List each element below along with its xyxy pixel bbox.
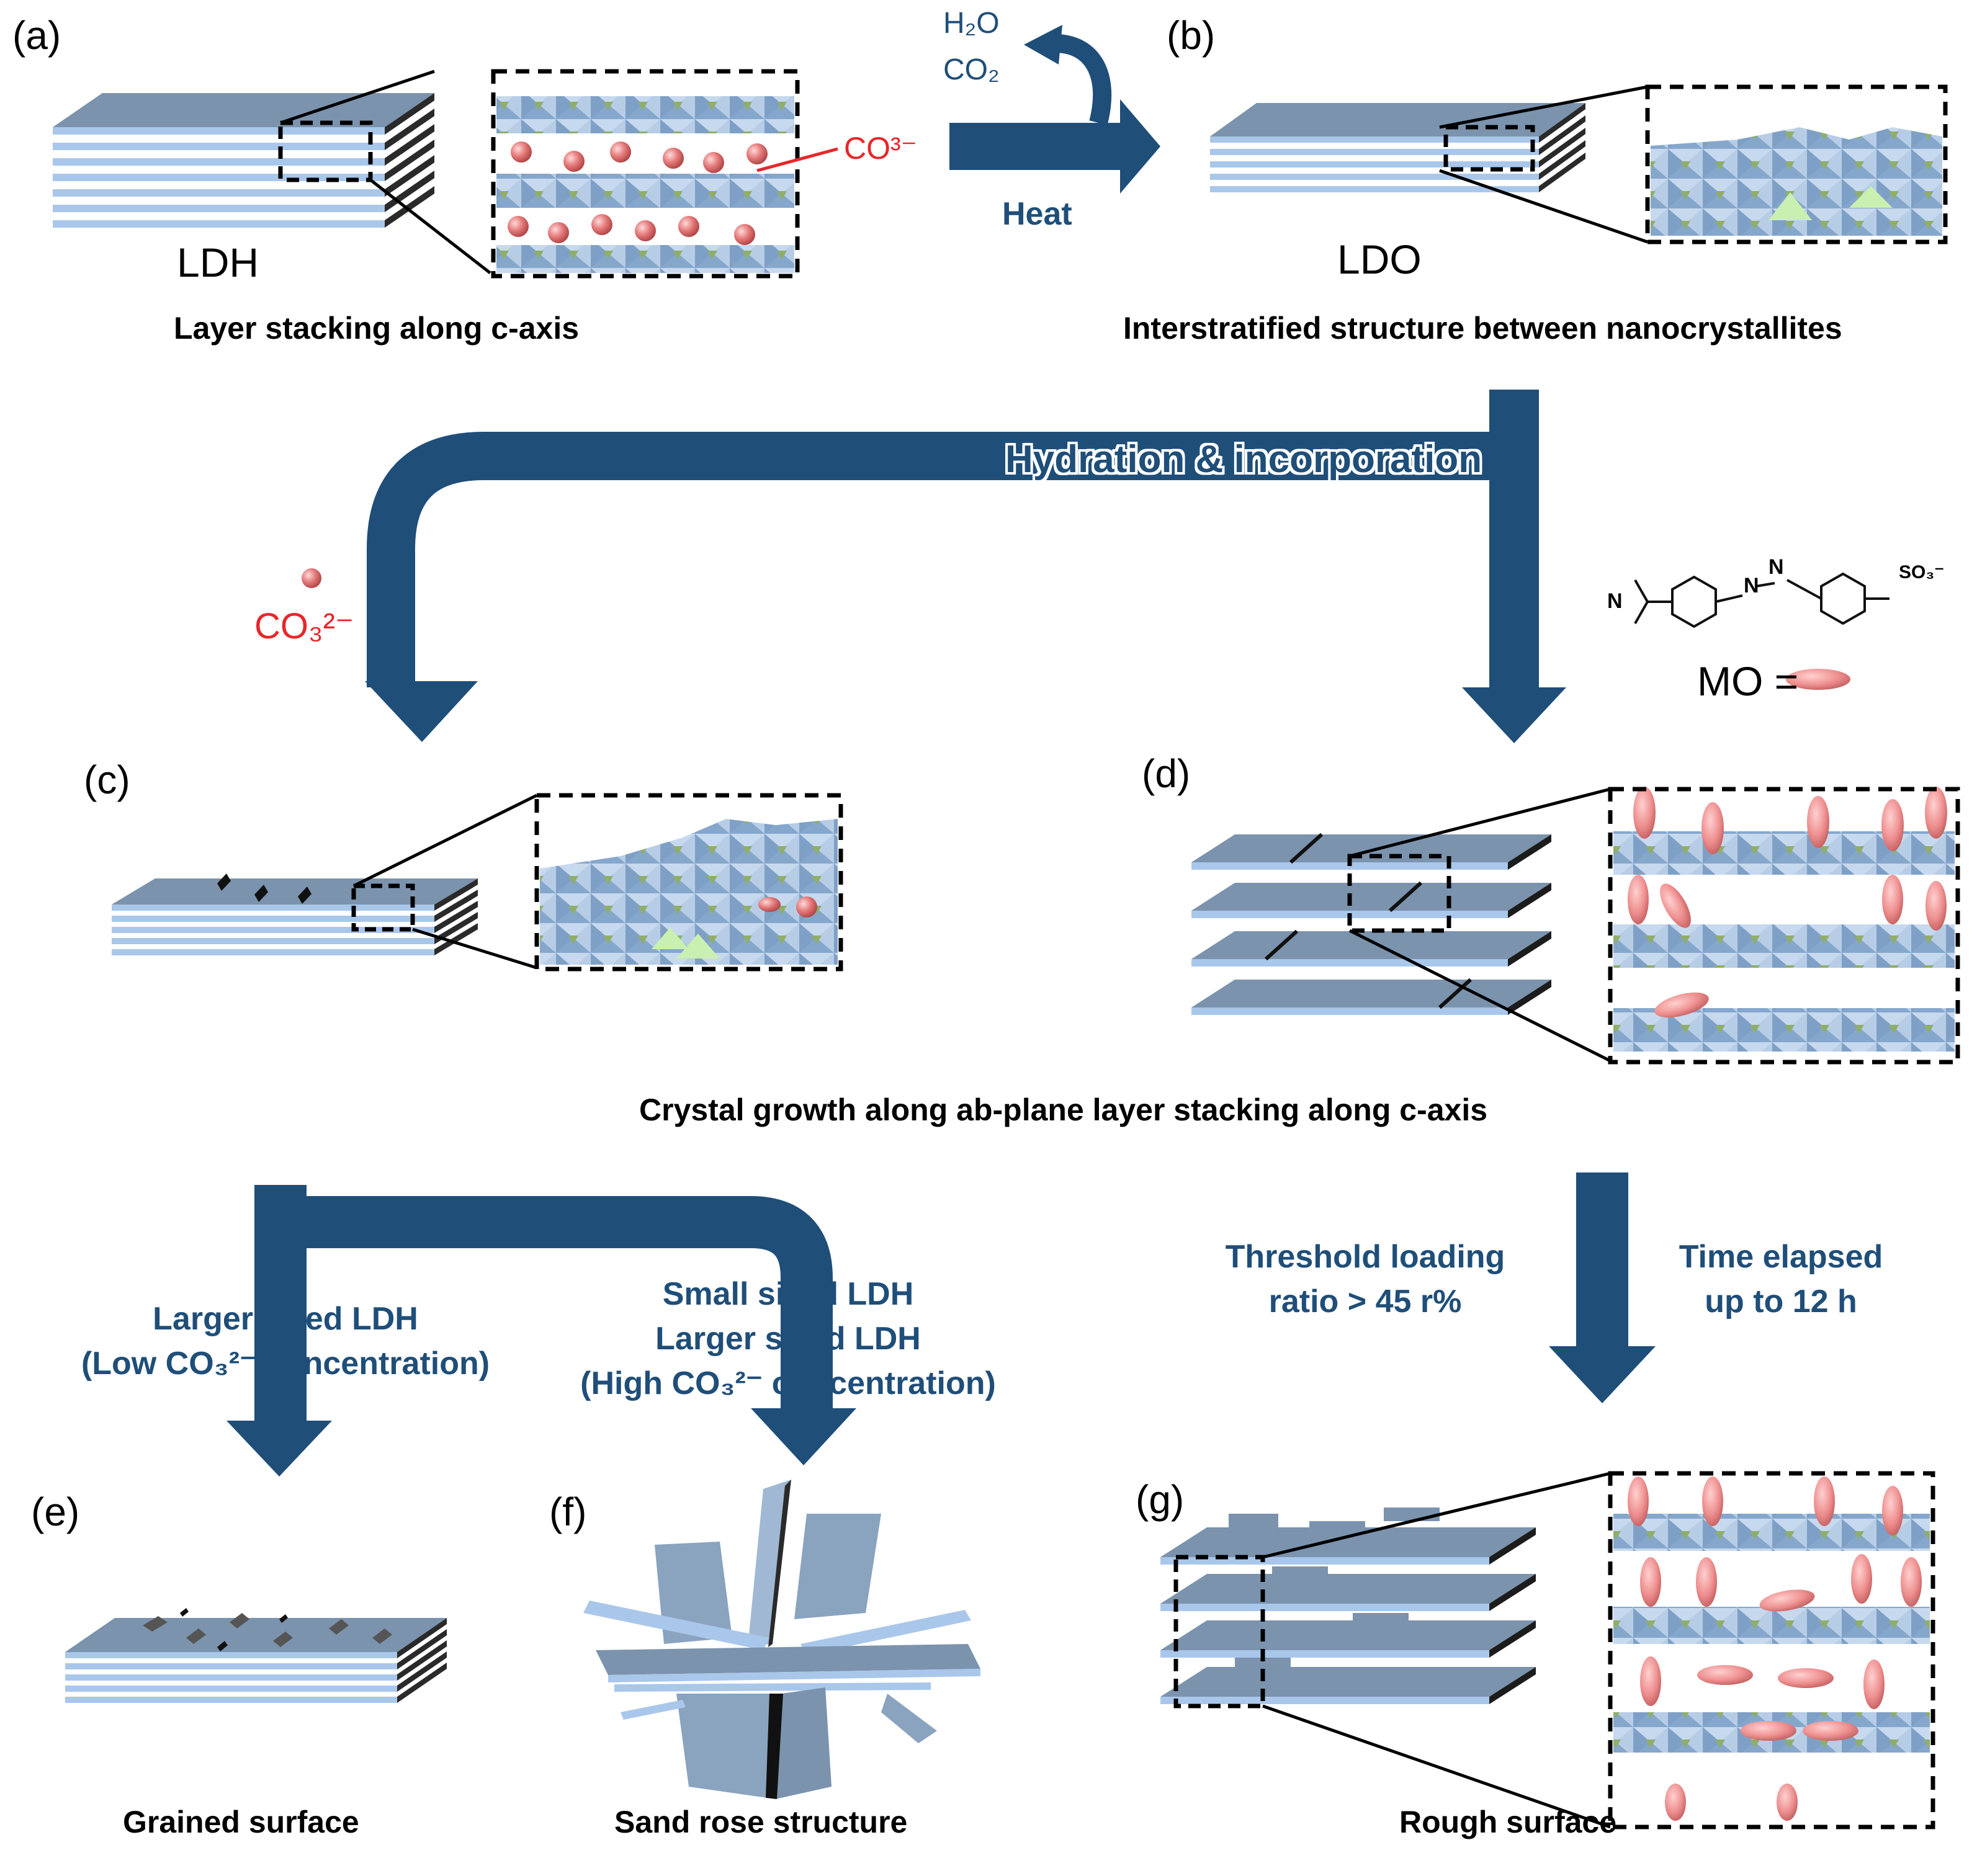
ion-label: CO³⁻ (844, 131, 918, 166)
panel-e-label: (e) (31, 1490, 80, 1534)
heat-arrow (949, 99, 1160, 194)
branch-g-right-line2: up to 12 h (1705, 1284, 1857, 1320)
caption-e: Grained surface (123, 1805, 359, 1839)
panel-f-label: (f) (549, 1490, 587, 1534)
sand-rose-structure (583, 1480, 980, 1799)
carbonate-label: CO₃²⁻ (254, 606, 354, 646)
branch-g-left-line1: Threshold loading (1225, 1239, 1505, 1275)
panel-a-label: (a) (12, 13, 61, 58)
mo-structure (1634, 572, 1890, 628)
branch-e-line1: Larger sized LDH (153, 1301, 418, 1337)
panel-b-label: (b) (1167, 13, 1216, 58)
azo-n2: N (1769, 555, 1784, 579)
growth-arrow-g (1549, 1172, 1656, 1403)
branch-f-line2: Larger sized LDH (655, 1321, 921, 1357)
carbonate-sphere (302, 568, 321, 588)
caption-a: Layer stacking along c-axis (174, 311, 580, 346)
caption-f: Sand rose structure (614, 1805, 908, 1839)
panel-g-zoom-inset (1608, 1471, 1935, 1829)
branch-f-line1: Small sized LDH (662, 1276, 914, 1312)
hydration-arrow (365, 390, 1566, 743)
h2o-label: H₂O (943, 7, 1000, 40)
panel-c-stack (112, 793, 538, 970)
ldo-label: LDO (1337, 236, 1422, 282)
ldo-layer-stack (1210, 85, 1648, 244)
azo-n1: N (1744, 574, 1759, 597)
ldh-zoom-inset (491, 69, 838, 279)
gas-release-arrow (1024, 25, 1112, 125)
panel-g-stack (1160, 1472, 1611, 1829)
caption-cd: Crystal growth along ab-plane layer stac… (639, 1092, 1488, 1127)
branch-f-text: Small sized LDH Larger sized LDH (High C… (546, 1272, 1030, 1406)
caption-b: Interstratified structure between nanocr… (1123, 311, 1842, 346)
branch-g-left-line2: ratio > 45 r% (1268, 1284, 1462, 1320)
branch-e-text: Larger sized LDH (Low CO₃²⁻ concentratio… (56, 1297, 515, 1386)
ldo-zoom-inset (1645, 84, 1948, 244)
caption-g: Rough surface (1399, 1805, 1617, 1839)
mo-ellipse-symbol (1786, 669, 1850, 690)
amine-n: N (1607, 589, 1623, 613)
heat-label: Heat (1002, 196, 1072, 232)
so3-label: SO₃⁻ (1899, 562, 1945, 583)
hydration-label: Hydration & incorporation (1005, 438, 1482, 481)
panel-d-zoom-inset (1608, 787, 1960, 1065)
panel-d-stack (1191, 787, 1612, 1063)
branch-g-left-text: Threshold loading ratio > 45 r% (1198, 1235, 1533, 1324)
panel-g-label: (g) (1136, 1477, 1185, 1522)
branch-arrow-ef (226, 1185, 856, 1476)
branch-g-right-line1: Time elapsed (1679, 1239, 1883, 1275)
panel-e-stack (65, 1608, 447, 1703)
branch-f-line3: (High CO₃²⁻ concentration) (580, 1365, 996, 1401)
ldh-label: LDH (177, 239, 259, 285)
ldh-layer-stack (53, 69, 491, 274)
co2-label: CO₂ (943, 53, 1000, 86)
branch-e-line2: (Low CO₃²⁻ concentration) (81, 1346, 490, 1382)
panel-c-label: (c) (84, 757, 130, 802)
panel-d-label: (d) (1142, 751, 1191, 796)
mo-label: MO = (1697, 658, 1799, 704)
panel-c-zoom-inset (534, 793, 843, 972)
branch-g-right-text: Time elapsed up to 12 h (1651, 1235, 1911, 1324)
